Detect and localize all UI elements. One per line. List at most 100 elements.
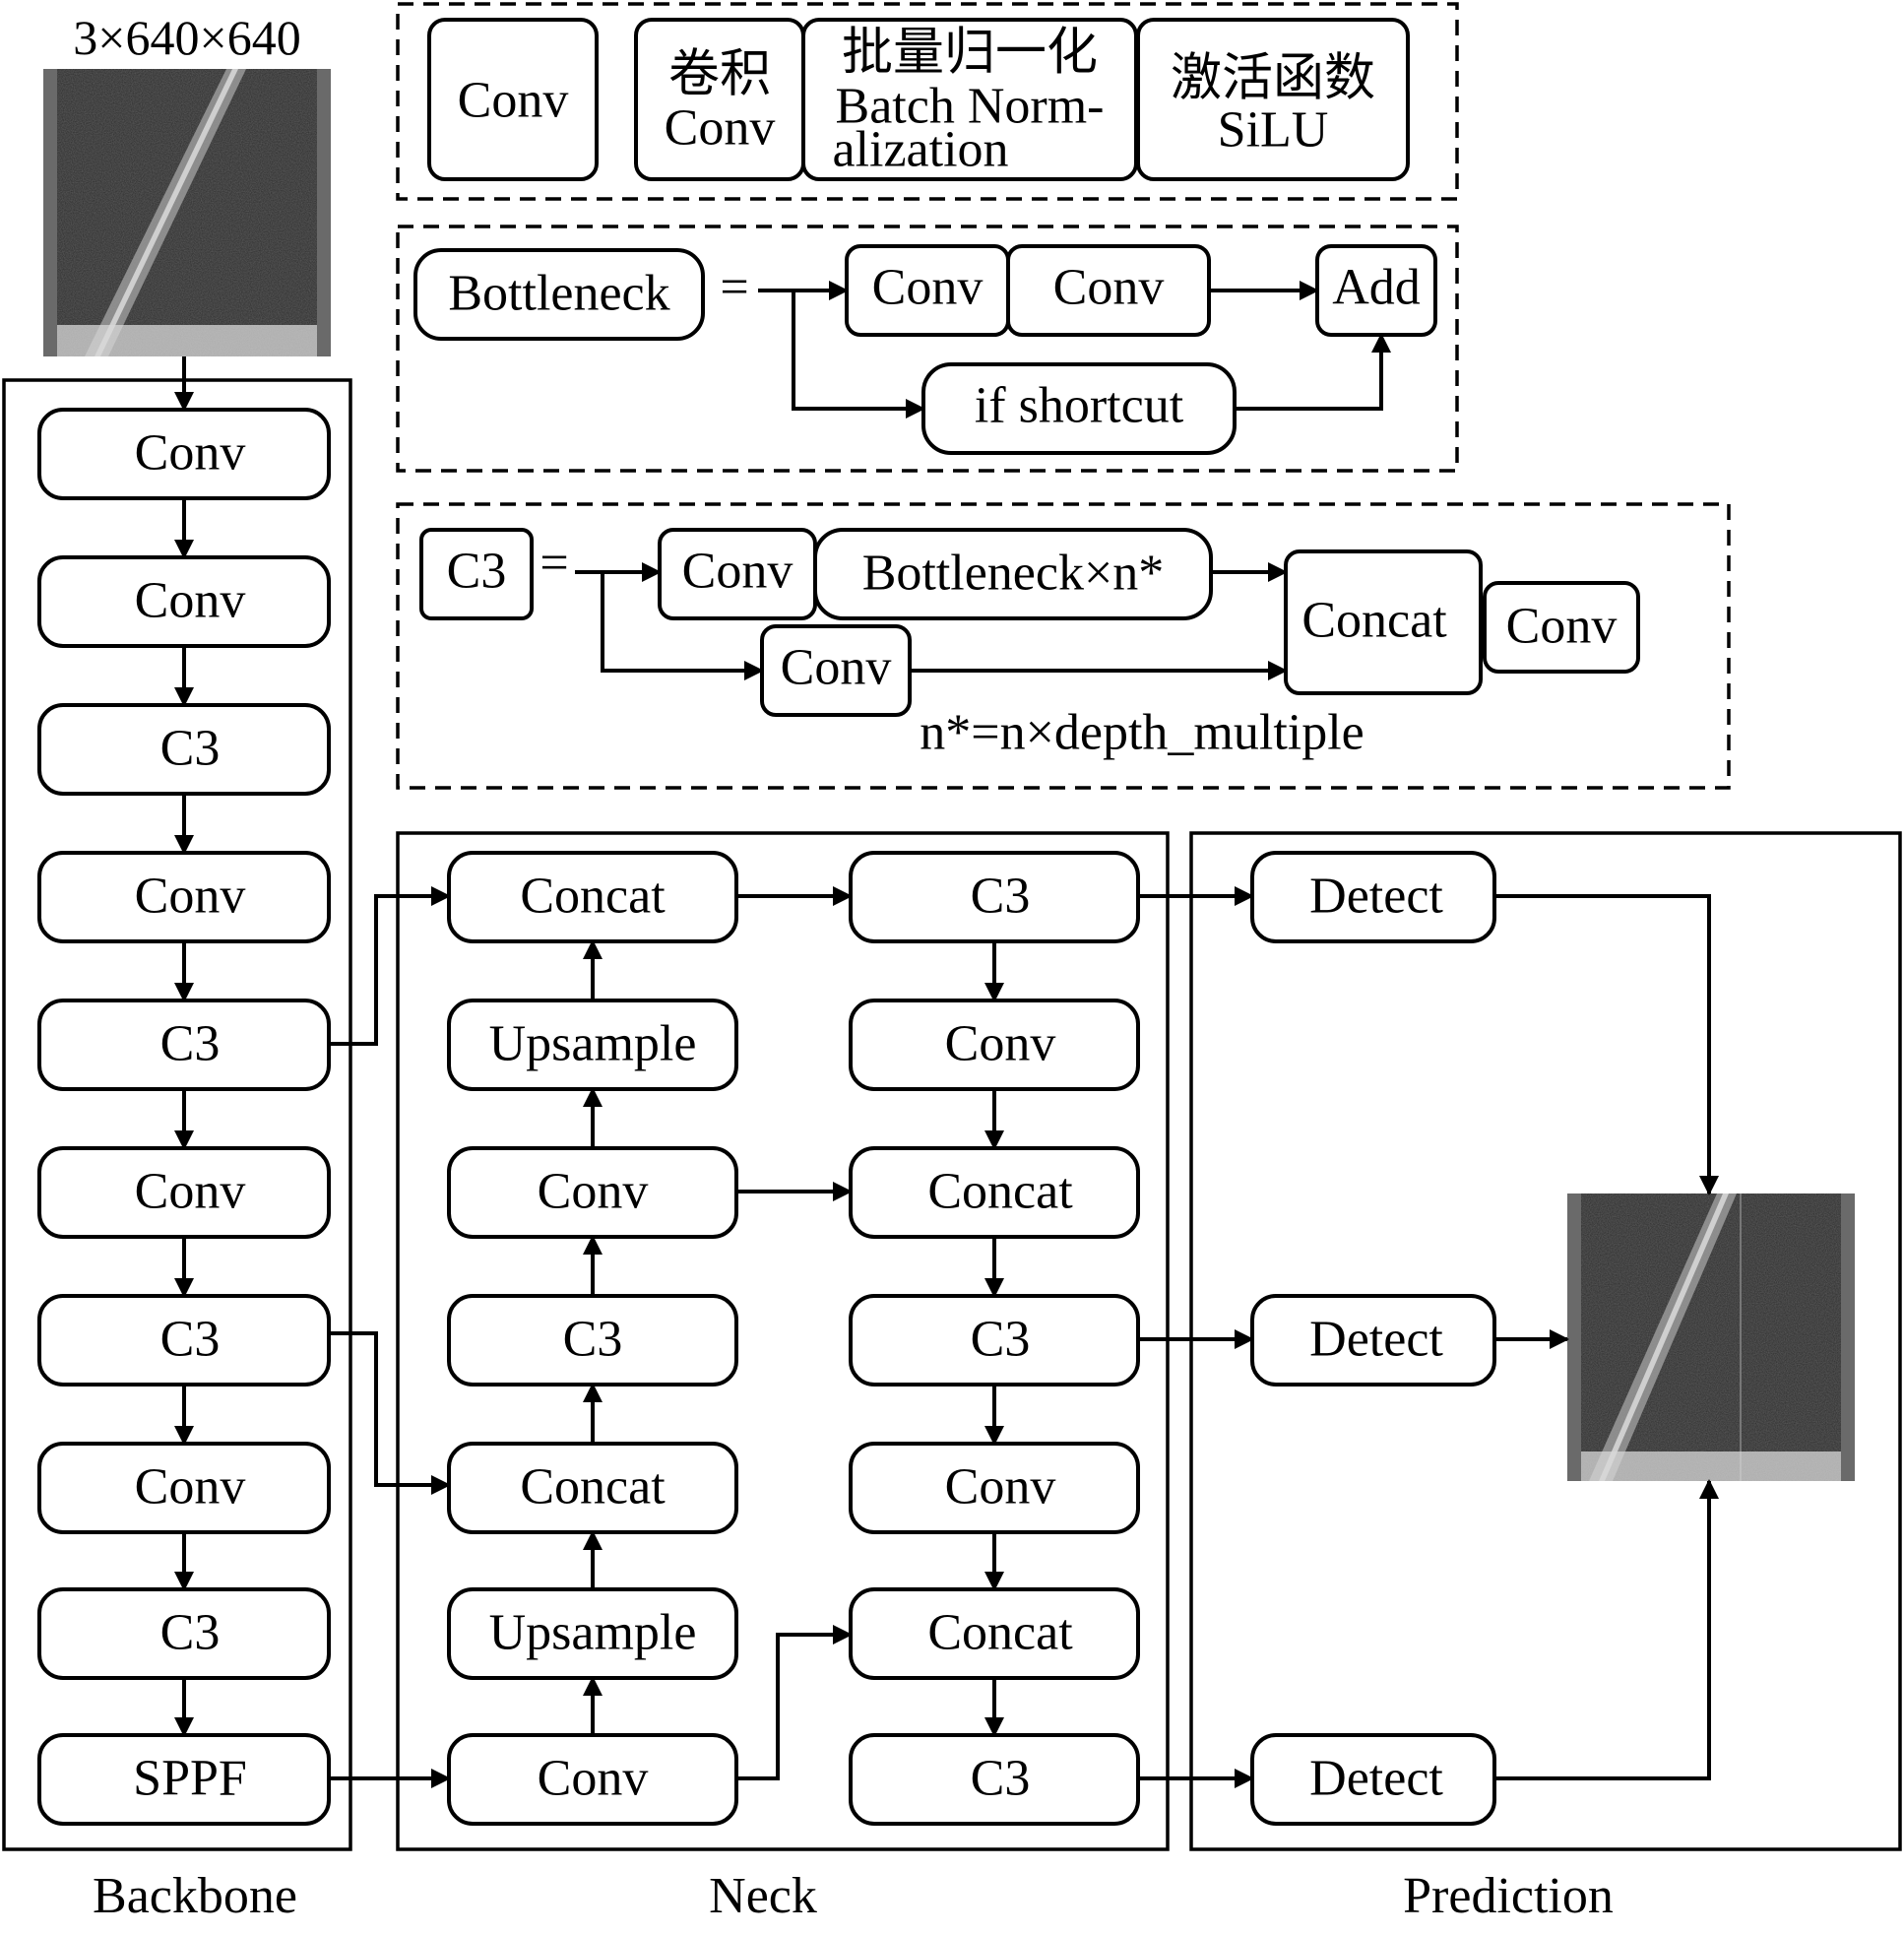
legend-activation-part: 激活函数 SiLU [1136,18,1410,181]
svg-text:C3: C3 [971,1312,1031,1368]
legend-bottleneck-add: Add [1315,244,1437,337]
neck-right-node-concat-1: Concat [849,1146,1140,1239]
legend-bottleneck-equals: = [720,260,748,316]
backbone-node-2: Conv [37,555,331,648]
legend-act-cn: 激活函数 [1171,51,1375,107]
legend-bottleneck-conv-1: Conv [845,244,1010,337]
svg-text:Detect: Detect [1309,869,1443,925]
backbone-node-9: C3 [37,1587,331,1680]
svg-text:Concat: Concat [927,1605,1073,1661]
svg-text:Add: Add [1332,260,1421,316]
legend-c3-box: C3 [419,528,534,620]
legend-conv-cn: 卷积 [668,47,771,103]
svg-text:C3: C3 [160,1312,221,1368]
neck-right-node-conv-1: Conv [849,999,1140,1091]
neck-right-node-conv-2: Conv [849,1442,1140,1534]
svg-text:Detect: Detect [1309,1751,1443,1807]
svg-text:Upsample: Upsample [489,1016,697,1072]
backbone-node-6: Conv [37,1146,331,1239]
backbone-section-label: Backbone [93,1868,297,1924]
legend-conv-box: Conv [427,18,599,181]
detect-node-bottom: Detect [1250,1733,1496,1826]
legend-conv-label: Conv [458,73,569,129]
legend-bn-en-2: alization [832,122,1008,178]
detect-node-mid: Detect [1250,1294,1496,1387]
svg-text:C3: C3 [160,721,221,777]
backbone-node-5: C3 [37,999,331,1091]
neck-right-node-c3-bottom: C3 [849,1733,1140,1826]
legend-batchnorm-part: 批量归一化 Batch Norm- alization [801,18,1138,181]
legend-bn-cn: 批量归一化 [842,26,1098,82]
svg-text:Upsample: Upsample [489,1605,697,1661]
neck-left-node-upsample-bottom: Upsample [447,1587,738,1680]
neck-left-node-upsample-top: Upsample [447,999,738,1091]
neck-right-node-c3-mid: C3 [849,1294,1140,1387]
backbone-node-1: Conv [37,408,331,500]
legend-c3-conv-c: Conv [760,624,912,717]
backbone-node-4: Conv [37,851,331,943]
svg-text:Detect: Detect [1309,1312,1443,1368]
svg-text:C3: C3 [971,1751,1031,1807]
neck-left-node-conv-bottom: Conv [447,1733,738,1826]
legend-bottleneck-wires [758,281,1391,419]
svg-text:Conv: Conv [135,573,246,629]
legend-c3-conv-b: Conv [1483,581,1640,674]
detect-node-top: Detect [1250,851,1496,943]
svg-text:C3: C3 [160,1605,221,1661]
svg-text:Conv: Conv [538,1164,649,1220]
legend-c3-conv-a: Conv [658,528,817,620]
neck-left-node-concat-top: Concat [447,851,738,943]
legend-conv-conv-part: 卷积 Conv [634,18,805,181]
legend-bottleneck-shortcut: if shortcut [921,362,1237,455]
neck-left-node-c3: C3 [447,1294,738,1387]
backbone-node-7: C3 [37,1294,331,1387]
legend-bn-en-1: Batch Norm- [836,79,1105,135]
svg-text:Concat: Concat [520,1459,666,1516]
legend-c3-concat: Concat [1284,549,1483,695]
legend-conv-frame [396,2,1459,201]
svg-text:Conv: Conv [135,1459,246,1516]
backbone-node-3: C3 [37,703,331,796]
legend-bottleneck-label: Bottleneck [448,266,669,322]
legend-bottleneck-frame [396,225,1459,473]
backbone-frame [2,378,352,1851]
prediction-section-label: Prediction [1403,1868,1614,1924]
detect-to-output-wires [1494,894,1719,1780]
legend-c3-wires [575,562,1288,680]
legend-bottleneck-conv-2: Conv [1006,244,1211,337]
svg-text:Concat: Concat [1301,593,1447,649]
neck-left-node-concat-bottom: Concat [447,1442,738,1534]
svg-text:Concat: Concat [927,1164,1073,1220]
svg-text:Conv: Conv [135,425,246,482]
backbone-node-8: Conv [37,1442,331,1534]
svg-text:Conv: Conv [538,1751,649,1807]
legend-conv-en: Conv [665,100,776,157]
svg-text:C3: C3 [971,869,1031,925]
backbone-node-10: SPPF [37,1733,331,1826]
svg-text:Bottleneck×n*: Bottleneck×n* [862,546,1165,602]
svg-text:if shortcut: if shortcut [975,378,1184,434]
neck-to-detect-wires [1138,886,1254,1788]
input-image [43,69,331,356]
legend-c3-formula: n*=n×depth_multiple [920,705,1365,761]
neck-right-node-c3-top: C3 [849,851,1140,943]
output-image [1567,1193,1855,1481]
neck-wires [583,886,1004,1780]
svg-text:SPPF: SPPF [133,1751,247,1807]
svg-text:Concat: Concat [520,869,666,925]
svg-text:Conv: Conv [682,544,793,600]
neck-right-node-concat-2: Concat [849,1587,1140,1680]
input-size-caption: 3×640×640 [73,10,300,65]
svg-text:Conv: Conv [135,869,246,925]
legend-act-en: SiLU [1218,102,1329,159]
svg-text:Conv: Conv [1506,599,1618,655]
legend-c3-frame [396,502,1731,790]
svg-text:C3: C3 [447,544,507,600]
neck-section-label: Neck [709,1868,817,1924]
svg-text:Conv: Conv [945,1459,1056,1516]
legend-bottleneck-box: Bottleneck [413,248,705,341]
svg-text:Conv: Conv [1053,260,1165,316]
svg-text:C3: C3 [160,1016,221,1072]
neck-left-node-conv-mid: Conv [447,1146,738,1239]
